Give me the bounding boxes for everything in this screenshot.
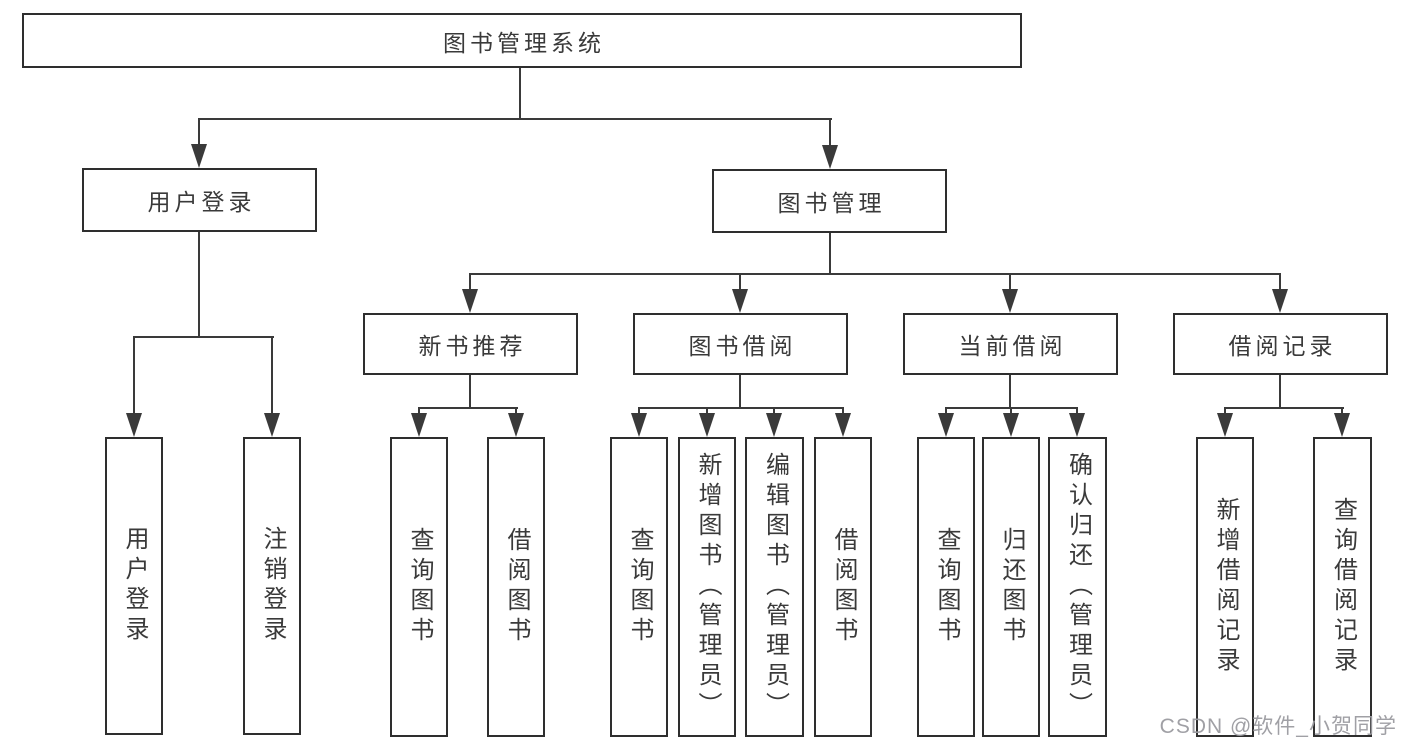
connector-line [1341,407,1343,417]
connector-line [1224,407,1344,409]
connector-line [945,407,947,417]
connector-line [198,232,200,338]
leaf-logout-login: 注销登录 [243,437,301,735]
leaf-return-book: 归还图书 [982,437,1040,737]
leaf-borrow-books-borrowing: 借阅图书 [814,437,872,737]
leaf-add-borrow-record-label: 新增借阅记录 [1212,497,1239,677]
connector-line [1279,375,1281,409]
leaf-confirm-return-admin-label: 确认归还（管理员） [1064,452,1092,722]
node-user-login: 用户登录 [82,168,317,232]
connector-line [418,407,420,417]
connector-line [133,336,274,338]
node-borrowing-records-label: 借阅记录 [1228,333,1337,359]
connector-line [198,118,200,150]
connector-line [1224,407,1226,417]
node-book-management-label: 图书管理 [777,190,886,216]
connector-line [1009,273,1011,295]
connector-line [706,407,708,417]
arrow-down-icon [1002,289,1018,313]
connector-line [773,407,775,417]
arrow-down-icon [462,289,478,313]
leaf-query-borrow-record-label: 查询借阅记录 [1329,497,1357,677]
arrow-down-icon [938,413,954,437]
leaf-query-books-current: 查询图书 [917,437,975,737]
node-book-borrowing-label: 图书借阅 [688,333,797,359]
leaf-borrow-books-recommend-label: 借阅图书 [503,527,530,647]
arrow-down-icon [835,413,851,437]
arrow-down-icon [822,145,838,169]
connector-line [829,233,831,273]
arrow-down-icon [126,413,142,437]
leaf-add-borrow-record: 新增借阅记录 [1196,437,1254,737]
leaf-user-login-label: 用户登录 [121,526,148,646]
arrow-down-icon [699,413,715,437]
arrow-down-icon [411,413,427,437]
connector-line [829,118,831,150]
connector-line [842,407,844,417]
arrow-down-icon [732,289,748,313]
leaf-query-books-recommend-label: 查询图书 [406,527,433,647]
arrow-down-icon [1069,413,1085,437]
arrow-down-icon [1334,413,1350,437]
node-current-borrowing-label: 当前借阅 [958,333,1067,359]
arrow-down-icon [1217,413,1233,437]
leaf-borrow-books-recommend: 借阅图书 [487,437,545,737]
connector-line [198,118,832,120]
connector-line [1010,407,1012,417]
node-root: 图书管理系统 [22,13,1022,68]
node-current-borrowing: 当前借阅 [903,313,1118,375]
leaf-query-books-borrowing: 查询图书 [610,437,668,737]
arrow-down-icon [1003,413,1019,437]
connector-line [1009,375,1011,409]
csdn-watermark: CSDN @软件_小贺同学 [1159,715,1397,738]
node-borrowing-records: 借阅记录 [1173,313,1388,375]
connector-line [469,273,1281,275]
leaf-user-login: 用户登录 [105,437,163,735]
connector-line [469,375,471,409]
leaf-borrow-books-borrowing-label: 借阅图书 [830,527,857,647]
connector-line [1076,407,1078,417]
leaf-query-books-current-label: 查询图书 [933,527,960,647]
connector-line [418,407,518,409]
arrow-down-icon [1272,289,1288,313]
leaf-query-borrow-record: 查询借阅记录 [1313,437,1372,737]
connector-line [133,336,135,420]
connector-line [739,273,741,295]
leaf-query-books-borrowing-label: 查询图书 [626,527,653,647]
node-book-management: 图书管理 [712,169,947,233]
leaf-add-book-admin: 新增图书（管理员） [678,437,736,737]
connector-line [519,68,521,120]
leaf-return-book-label: 归还图书 [998,527,1025,647]
arrow-down-icon [508,413,524,437]
leaf-edit-book-admin: 编辑图书（管理员） [745,437,804,737]
node-user-login-label: 用户登录 [147,189,256,215]
node-book-borrowing: 图书借阅 [633,313,848,375]
connector-line [469,273,471,295]
leaf-edit-book-admin-label: 编辑图书（管理员） [761,452,789,722]
node-new-book-recommendation-label: 新书推荐 [418,333,527,359]
connector-line [638,407,640,417]
connector-line [515,407,517,417]
leaf-confirm-return-admin: 确认归还（管理员） [1048,437,1107,737]
connector-line [1279,273,1281,295]
node-new-book-recommendation: 新书推荐 [363,313,578,375]
leaf-add-book-admin-label: 新增图书（管理员） [694,452,721,722]
leaf-query-books-recommend: 查询图书 [390,437,448,737]
connector-line [271,336,273,420]
arrow-down-icon [191,144,207,168]
connector-line [638,407,844,409]
arrow-down-icon [766,413,782,437]
arrow-down-icon [631,413,647,437]
node-root-label: 图书管理系统 [443,29,605,56]
leaf-logout-login-label: 注销登录 [259,526,286,646]
arrow-down-icon [264,413,280,437]
connector-line [739,375,741,409]
